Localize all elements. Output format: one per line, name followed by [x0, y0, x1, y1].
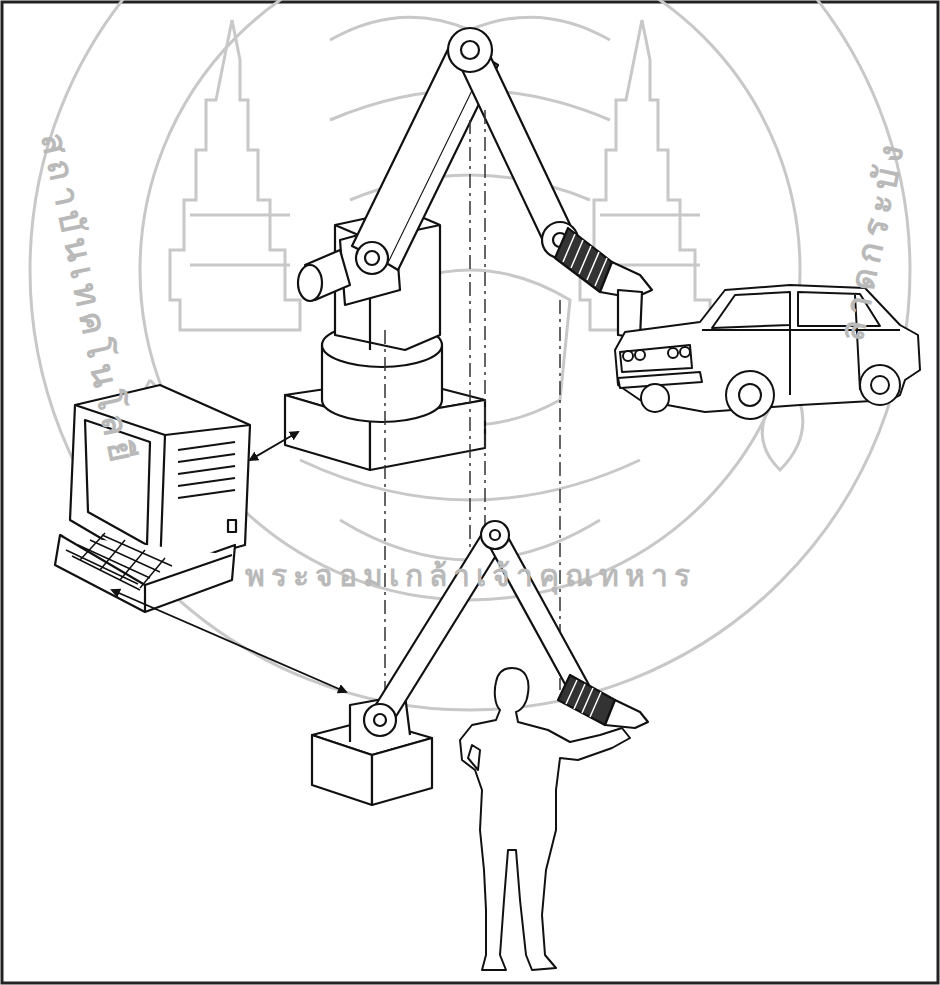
operator-figure	[460, 668, 630, 970]
computer-terminal	[55, 385, 250, 612]
watermark-text: พระจอมเกล้าเจ้าคุณทหาร	[245, 552, 696, 599]
industrial-robot	[285, 28, 652, 470]
